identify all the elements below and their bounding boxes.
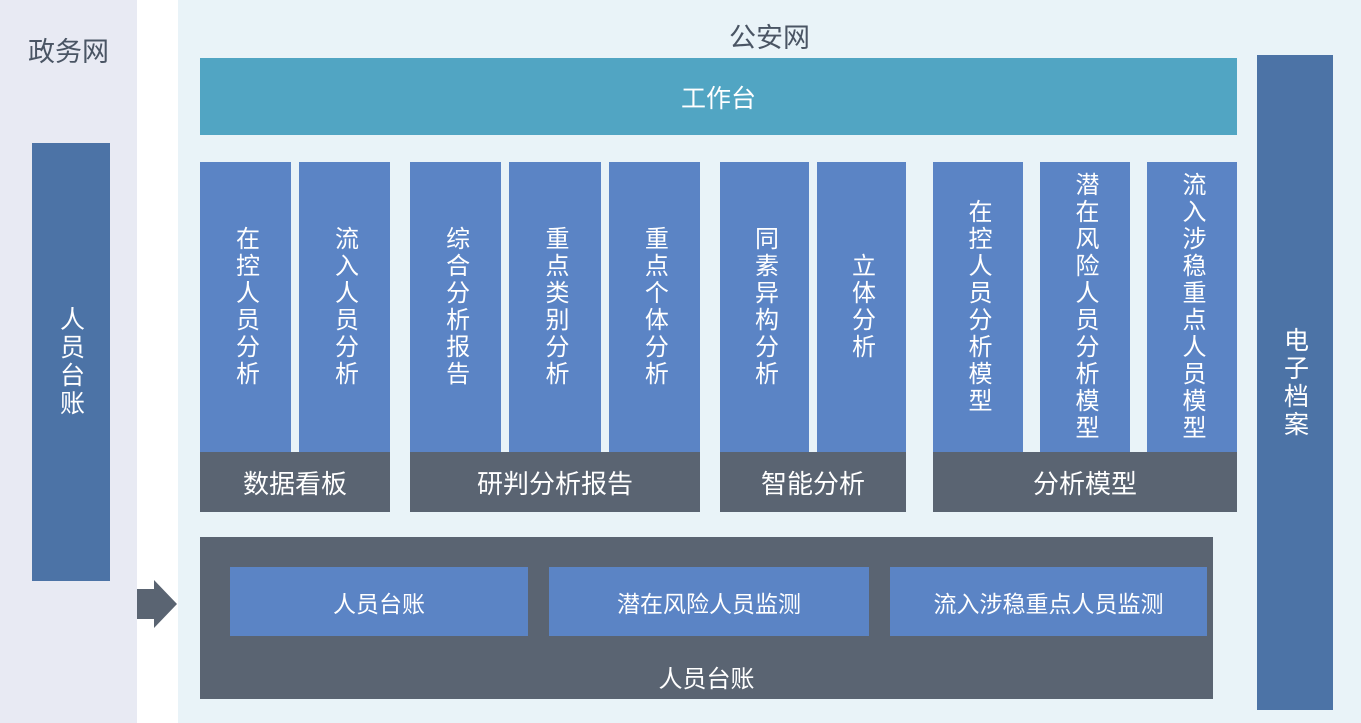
module-block: 综合分析报告 — [410, 162, 502, 452]
personnel-ledger-sidebar-label: 人员台账 — [56, 306, 86, 418]
module-block: 同素异构分析 — [720, 162, 809, 452]
group-analysis-report-label: 研判分析报告 — [410, 452, 700, 512]
module-block: 在控人员分析 — [200, 162, 291, 452]
electronic-archive-sidebar: 电子档案 — [1257, 55, 1333, 710]
module-label: 流入人员分析 — [330, 226, 359, 388]
group-analysis-report-columns: 综合分析报告 重点类别分析 重点个体分析 — [410, 162, 700, 452]
module-label: 立体分析 — [847, 253, 876, 361]
electronic-archive-sidebar-label: 电子档案 — [1280, 326, 1310, 439]
group-analysis-model-label: 分析模型 — [933, 452, 1237, 512]
group-label-text: 数据看板 — [242, 469, 347, 500]
module-block: 在控人员分析模型 — [933, 162, 1023, 452]
module-label: 在控人员分析模型 — [964, 199, 992, 415]
group-label-text: 研判分析报告 — [476, 469, 633, 500]
group-label-text: 智能分析 — [760, 469, 865, 500]
group-dashboard-label: 数据看板 — [200, 452, 390, 512]
module-label: 在控人员分析 — [231, 226, 260, 388]
group-analysis-model-columns: 在控人员分析模型 潜在风险人员分析模型 流入涉稳重点人员模型 — [933, 162, 1237, 452]
workbench-label: 工作台 — [680, 83, 756, 113]
module-label: 重点类别分析 — [540, 226, 569, 388]
potential-risk-monitor-block: 潜在风险人员监测 — [549, 567, 869, 636]
flow-arrow-stem — [137, 589, 155, 619]
module-block: 重点个体分析 — [608, 162, 700, 452]
group-label-text: 分析模型 — [1032, 469, 1137, 500]
personnel-ledger-box-label: 人员台账 — [658, 665, 755, 693]
police-network-panel: 公安网 工作台 在控人员分析 流入人员分析 数据看板 综合分析报告 重点类别分析… — [178, 0, 1361, 723]
module-label: 综合分析报告 — [441, 226, 470, 388]
module-block: 流入涉稳重点人员模型 — [1147, 162, 1237, 452]
module-label: 重点个体分析 — [640, 226, 669, 388]
workbench-bar: 工作台 — [200, 58, 1237, 135]
block-label: 潜在风险人员监测 — [617, 591, 801, 618]
flow-arrow-head — [154, 580, 177, 628]
module-block: 流入人员分析 — [299, 162, 390, 452]
module-block: 潜在风险人员分析模型 — [1040, 162, 1130, 452]
gov-network-panel: 政务网 人员台账 — [0, 0, 137, 723]
group-intelligent-analysis-label: 智能分析 — [720, 452, 906, 512]
module-label: 流入涉稳重点人员模型 — [1178, 172, 1206, 442]
personnel-ledger-sidebar: 人员台账 — [32, 143, 110, 581]
group-dashboard-columns: 在控人员分析 流入人员分析 — [200, 162, 390, 452]
police-network-title: 公安网 — [729, 23, 810, 54]
block-label: 流入涉稳重点人员监测 — [933, 591, 1164, 618]
module-block: 重点类别分析 — [509, 162, 601, 452]
personnel-ledger-block: 人员台账 — [230, 567, 528, 636]
gov-network-title: 政务网 — [28, 37, 109, 68]
personnel-ledger-box: 人员台账 潜在风险人员监测 流入涉稳重点人员监测 人员台账 — [200, 537, 1213, 699]
module-label: 潜在风险人员分析模型 — [1071, 172, 1099, 442]
inflow-key-person-monitor-block: 流入涉稳重点人员监测 — [890, 567, 1207, 636]
module-label: 同素异构分析 — [750, 226, 779, 388]
module-block: 立体分析 — [817, 162, 906, 452]
flow-arrow-icon — [137, 580, 177, 628]
block-label: 人员台账 — [333, 591, 425, 618]
group-intelligent-analysis-columns: 同素异构分析 立体分析 — [720, 162, 906, 452]
